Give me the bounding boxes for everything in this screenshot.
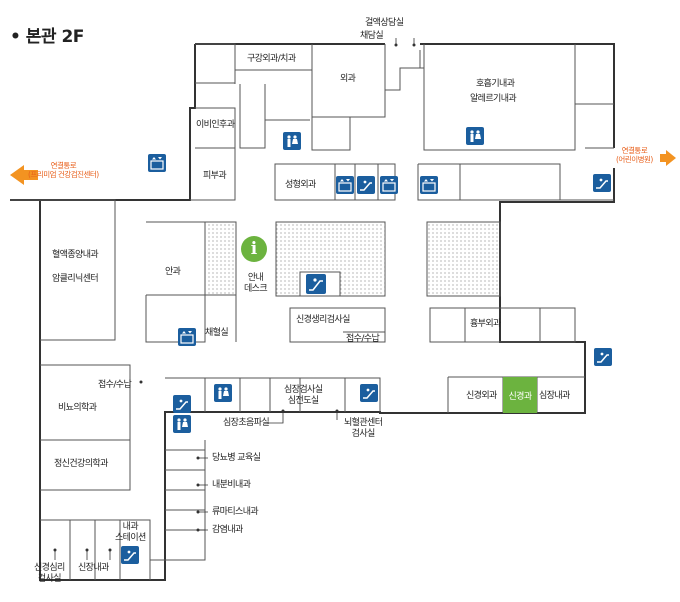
page-title: • 본관 2F (10, 27, 84, 47)
room-dermatology[interactable]: 피부과 (203, 171, 227, 181)
room-thoracic[interactable]: 흉부외과 (470, 319, 501, 329)
elevator-icon (178, 328, 196, 346)
restroom-icon (173, 415, 191, 433)
room-plastic-surgery[interactable]: 성형외과 (285, 180, 316, 190)
info-icon[interactable]: i (241, 236, 267, 262)
room-nephrology[interactable]: 신장내과 (78, 563, 109, 573)
room-internal-station[interactable]: 내과 스테이션 (115, 522, 146, 544)
elevator-icon (420, 176, 438, 194)
escalator-icon (121, 546, 139, 564)
left-connector-arrow (10, 165, 38, 185)
room-allergy[interactable]: 알레르기내과 (470, 94, 517, 104)
cerebrovascular-line1: 뇌혈관센터 (344, 418, 383, 428)
room-cardio-test[interactable]: 심장검사실 심전도실 (284, 385, 323, 407)
neuro-psych-line1: 신경심리 (34, 563, 65, 573)
room-urology[interactable]: 비뇨의학과 (58, 403, 97, 413)
right-connector-line2: (어린이병원) (616, 155, 653, 164)
cardio-test-line1: 심장검사실 (284, 385, 323, 395)
room-blood-draw[interactable]: 채담실 (360, 31, 384, 41)
room-cerebrovascular[interactable]: 뇌혈관센터 검사실 (344, 418, 383, 440)
restroom-icon (214, 384, 232, 402)
room-surgery[interactable]: 외과 (340, 74, 356, 84)
room-neurosurgery[interactable]: 신경외과 (466, 391, 497, 401)
elevator-icon (380, 176, 398, 194)
escalator-icon (173, 395, 191, 413)
room-cardiology[interactable]: 심장내과 (539, 391, 570, 401)
room-diabetes-edu[interactable]: 당뇨병 교육실 (212, 453, 261, 463)
room-echo[interactable]: 심장초음파실 (223, 418, 270, 428)
escalator-icon (594, 348, 612, 366)
escalator-icon (360, 384, 378, 402)
cardio-test-line2: 심전도실 (287, 396, 319, 406)
info-desk-line2: 데스크 (244, 284, 268, 294)
room-oral-dental[interactable]: 구강외과/치과 (247, 54, 296, 64)
room-pulmonary[interactable]: 호흡기내과 (476, 79, 515, 89)
left-connector-line2: (프리미엄 건강검진센터) (28, 170, 99, 179)
escalator-icon (306, 274, 326, 294)
room-endocrinology[interactable]: 내분비내과 (212, 480, 251, 490)
room-blood-collect[interactable]: 채혈실 (205, 328, 229, 338)
room-infectious[interactable]: 감염내과 (212, 525, 243, 535)
info-desk-line1: 안내 (247, 273, 264, 283)
room-neurology-highlighted[interactable]: 신경과 (503, 377, 537, 413)
internal-station-line1: 내과 (122, 522, 139, 532)
escalator-icon (593, 174, 611, 192)
right-connector-arrow (660, 150, 676, 166)
left-connector-line1: 연결통로 (50, 161, 77, 170)
right-connector-label[interactable]: 연결통로 (어린이병원) (616, 146, 653, 164)
elevator-icon (336, 176, 354, 194)
room-neuro-psych[interactable]: 신경심리 검사실 (34, 563, 65, 585)
room-rheumatology[interactable]: 류마티스내과 (212, 507, 259, 517)
room-ent[interactable]: 이비인후과 (196, 120, 235, 130)
room-hematology[interactable]: 혈액종양내과 (52, 250, 99, 260)
left-connector-label[interactable]: 연결통로 (프리미엄 건강검진센터) (28, 161, 99, 179)
internal-station-line2: 스테이션 (115, 533, 146, 543)
room-bloodtest-consult[interactable]: 걸액상담실 (365, 18, 404, 28)
neuro-psych-line2: 검사실 (37, 574, 62, 584)
room-ophthalmology[interactable]: 안과 (165, 267, 181, 277)
room-psychiatry[interactable]: 정신건강의학과 (54, 459, 108, 469)
restroom-icon (466, 127, 484, 145)
restroom-icon (283, 132, 301, 150)
room-reception-2[interactable]: 접수/수납 (98, 380, 132, 390)
room-cancer-clinic[interactable]: 암클리닉센터 (52, 274, 99, 284)
info-desk-label[interactable]: 안내 데스크 (244, 273, 268, 295)
elevator-icon (148, 154, 166, 172)
room-neuro-test[interactable]: 신경생리검사실 (296, 315, 350, 325)
escalator-icon (357, 176, 375, 194)
cerebrovascular-line2: 검사실 (351, 429, 376, 439)
right-connector-line1: 연결통로 (621, 146, 648, 155)
room-reception-1[interactable]: 접수/수납 (346, 334, 380, 344)
